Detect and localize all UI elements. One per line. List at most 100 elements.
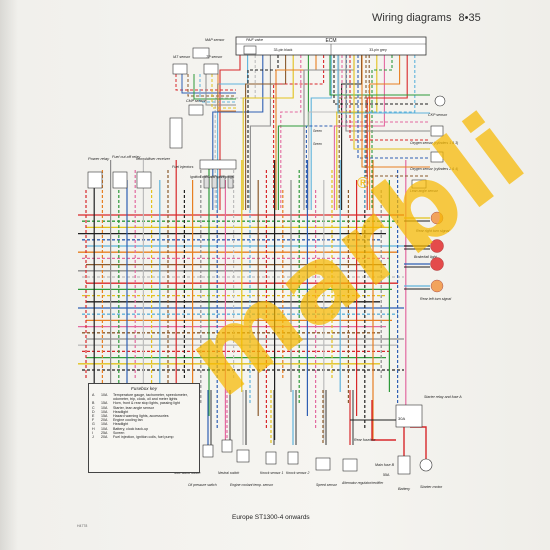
map-sensor-body [192,47,210,59]
fusebox-key-id: F [92,418,95,423]
wire [214,55,256,210]
fusebox-key-id: I [92,430,93,435]
knock-sensor-1-body [265,451,277,465]
oil-pressure-switch-body [202,444,214,458]
fusebox-key-desc: Screen [113,430,125,435]
ckp-sensor-body [434,95,446,107]
rear-right-turn-label: Rear right turn signal [416,229,450,233]
lean-angle-sensor-body [411,179,427,189]
speed-sensor-label: Speed sensor [316,483,338,487]
oxygen-sensor-2-body [430,151,444,163]
battery-label: Battery [398,487,411,491]
paif-valve-body [243,45,257,55]
wire [353,55,430,150]
wire [211,74,236,109]
wire [357,55,430,159]
lean-angle-sensor-label: Lean angle sensor [410,189,439,193]
header-page-number: 8•35 [458,12,481,24]
wire [217,55,249,210]
wire [187,74,236,97]
wire [341,55,430,123]
wire [273,55,325,210]
wire [175,74,236,91]
wire-label-green-1: Green [313,129,322,133]
fusebox-key-amp: 10A [101,422,108,427]
fusebox-key-row: A 10A Temperature gauge, tachometer, speed… [92,393,196,401]
starter-motor-label: Starter motor [420,485,443,489]
fusebox-key-amp: 10A [101,393,108,397]
alternator-label: Alternator regulator/rectifier [341,481,384,485]
watermark-mark: ® [357,175,369,192]
wire [349,55,430,141]
fusebox-key-id: E [92,414,95,419]
oxygen-sensor-1-body [430,125,444,137]
fusebox-key-id: C [92,405,95,410]
rear-left-turn-lamp [430,279,444,293]
immobiliser-receiver-body [136,171,152,189]
map-sensor-label: MAP sensor [205,38,225,42]
wire [345,55,430,132]
page-header: Wiring diagrams 8•35 [372,12,485,24]
paif-valve-label: PAIF valve [246,38,263,42]
battery-body [397,455,411,475]
power-relay-label: Power relay [88,156,110,161]
oil-pressure-switch-label: Oil pressure switch [188,483,217,487]
wire [205,74,236,106]
brake-tail-lamp-2 [430,257,444,271]
immobiliser-receiver-label: Immobiliser receiver [136,157,171,161]
wire [369,55,401,210]
brake-tail-light-label: Brake/tail light [414,255,438,259]
fuel-injectors-label: Fuel injectors [172,165,194,169]
ecm-connector-left: 33-pin black [274,48,293,52]
fusebox-key-desc: Hazard warning lights, accessories [113,414,169,419]
wire [329,55,430,96]
wire [366,55,408,210]
wire [371,400,396,441]
wire [310,55,332,210]
starter-relay-label: Starter relay and fuse A [424,395,462,399]
wire [308,55,340,210]
rear-right-turn-lamp [430,211,444,225]
starter-motor-body [419,458,433,472]
fusebox-key-amp: 20A [101,418,108,423]
wire [199,74,236,103]
rear-left-turn-label: Rear left turn signal [420,297,451,301]
fusebox-key-desc: Temperature gauge, tachometer, speedomet… [113,393,188,402]
wire [277,55,309,210]
wire [361,55,430,168]
fusebox-key-id: D [92,409,95,414]
power-relay-body [87,171,103,189]
wire [365,55,430,177]
fusebox-key-desc: Horn, front & rear stop lights, passing … [113,401,180,406]
neutral-switch-body [221,439,233,453]
starter-relay-body [395,404,423,428]
iat-sensor-body [172,63,188,75]
wire [333,55,385,210]
oxygen-sensor-1-label: Oxygen sensor (cylinders 1 & 3) [410,141,458,145]
figure-code: H4778 [77,524,88,528]
cmp-sensor-label: CMP sensor [186,99,206,103]
fusebox-key-desc: Battery, clock back-up [113,426,149,431]
fuel-cutoff-relay-body [112,171,128,189]
rear-fusebox-label: Rear fusebox [354,438,376,442]
fusebox-key-amp: 10A [101,426,108,431]
engine-coolant-temp-body [236,449,250,463]
knock-sensor-2-label: Knock sensor 2 [286,471,309,475]
fusebox-key-desc: Starter, lean angle sensor [113,405,154,410]
fusebox-key-id: A [92,393,95,397]
wire [247,55,279,210]
fusebox-key-amp: 15A [101,401,108,406]
knock-sensor-2-body [287,451,299,465]
side-stand-switch-label: Side stand switch [174,471,200,475]
fuse-55a-label: 55A [383,473,390,477]
knock-sensor-1-label: Knock sensor 1 [260,471,283,475]
wire [364,55,416,210]
